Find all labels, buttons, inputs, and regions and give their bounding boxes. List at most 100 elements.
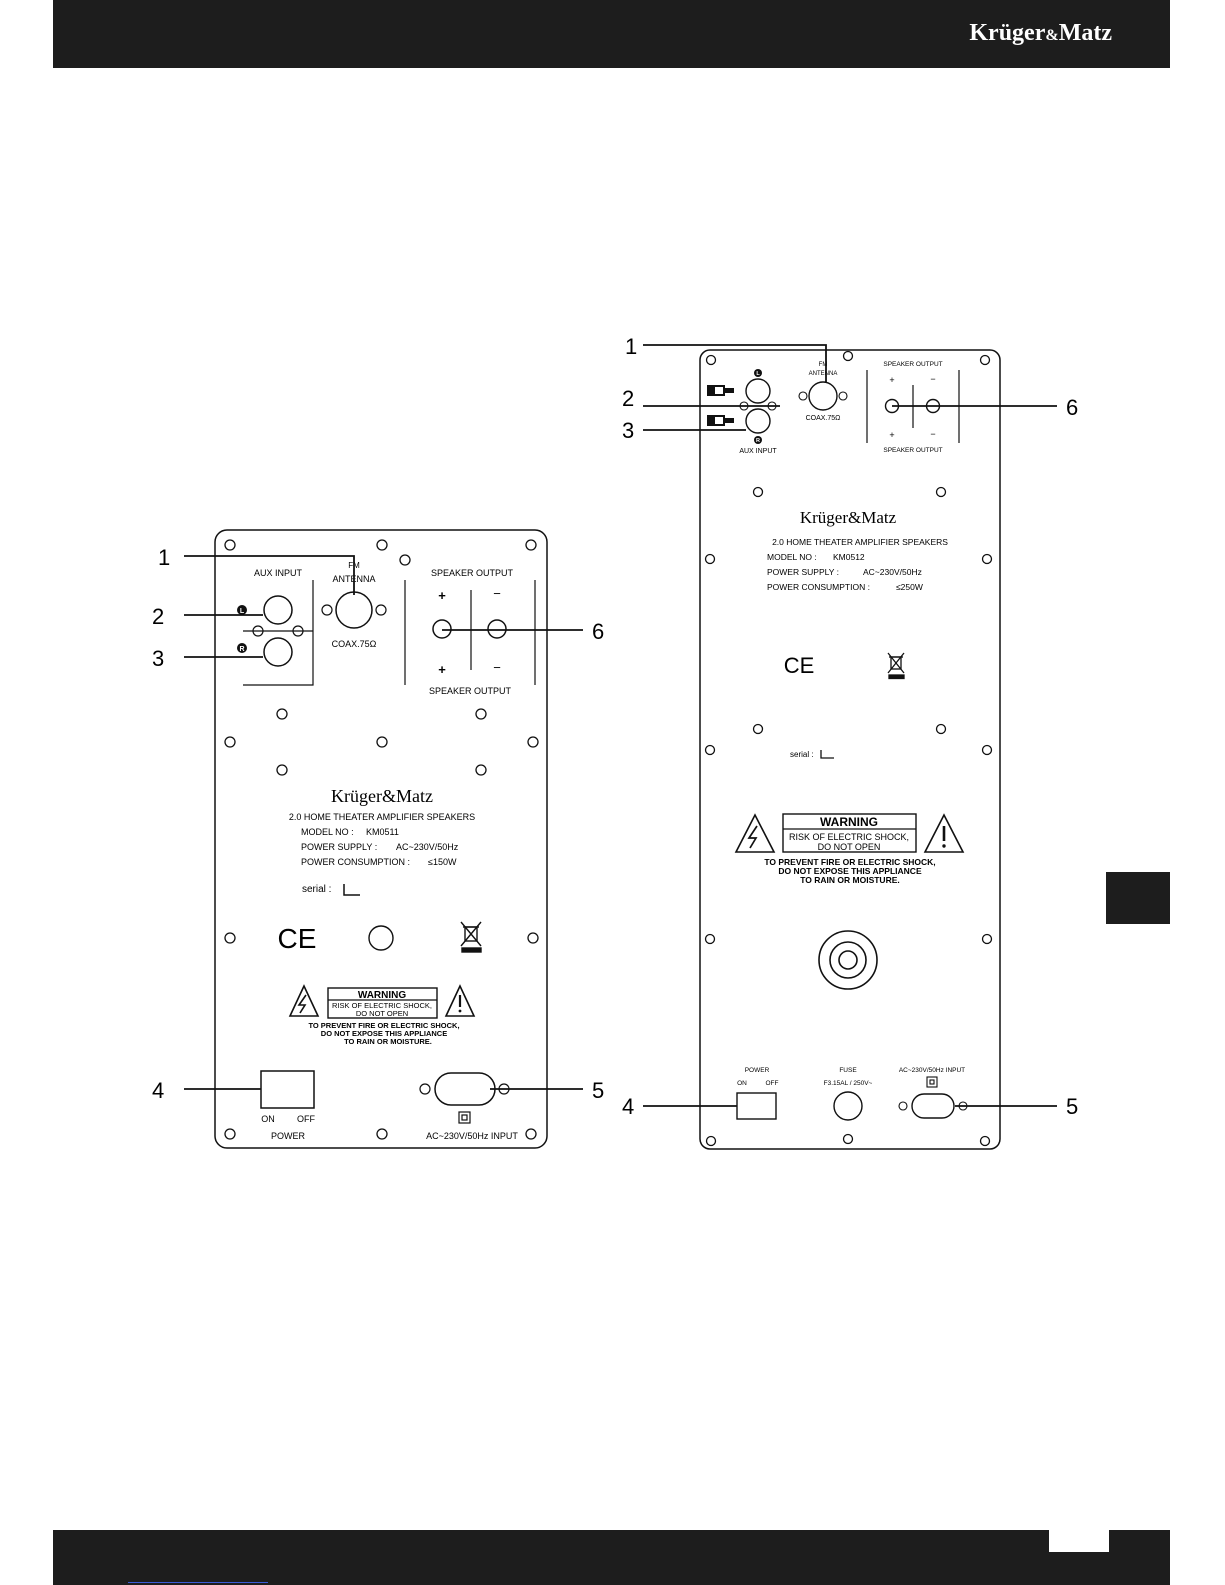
right-panel: L R AUX INPUT FM ANTENNA COAX.75Ω SPEAKE… <box>699 349 1001 1150</box>
left-model-label: MODEL NO : <box>301 827 354 837</box>
left-warning-title: WARNING <box>358 990 407 1001</box>
left-consumption-value: ≤150W <box>428 857 457 867</box>
right-model-value: KM0512 <box>833 552 865 562</box>
right-speaker-output-bottom: SPEAKER OUTPUT <box>883 447 942 454</box>
right-power-switch <box>736 1092 777 1120</box>
left-callout-6: 6 <box>592 619 604 644</box>
right-consumption-label: POWER CONSUMPTION : <box>767 582 870 592</box>
right-callout-4: 4 <box>622 1094 634 1119</box>
right-caution-line2: DO NOT EXPOSE THIS APPLIANCE <box>778 866 922 876</box>
left-consumption-label: POWER CONSUMPTION : <box>301 857 410 867</box>
right-warning-line2: DO NOT OPEN <box>818 842 881 852</box>
left-serial-field <box>343 884 360 896</box>
right-aux-l-text: L <box>756 371 760 377</box>
left-aux-l-text: L <box>240 608 245 615</box>
right-exclamation-icon <box>923 813 965 853</box>
right-shock-warning-icon <box>734 813 776 853</box>
right-callout-5: 5 <box>1066 1094 1078 1119</box>
left-coax-label: COAX.75Ω <box>332 639 377 649</box>
right-aux-l-badge <box>754 369 762 377</box>
right-supply-label: POWER SUPPLY : <box>767 567 839 577</box>
left-callouts <box>184 555 583 1090</box>
left-on-label: ON <box>261 1114 275 1124</box>
right-callout-2: 2 <box>622 386 634 411</box>
right-rca-plug-l-icon <box>707 385 734 396</box>
page-number-tab <box>1049 1530 1109 1552</box>
right-ce-mark: CE <box>784 653 815 678</box>
left-ac-inlet <box>434 1072 496 1106</box>
left-aux-input-label: AUX INPUT <box>254 568 303 578</box>
left-serial-label: serial : <box>302 884 331 895</box>
left-warning-box <box>327 987 438 1019</box>
left-off-label: OFF <box>297 1114 315 1124</box>
left-shock-warning-icon <box>288 984 320 1017</box>
right-aux-r-text: R <box>756 438 760 444</box>
right-consumption-value: ≤250W <box>896 582 923 592</box>
left-fm-jack <box>335 591 373 629</box>
left-panel: AUX INPUT L R FM ANTENNA COAX.75Ω SPEAKE… <box>214 529 548 1149</box>
right-speaker-output-top: SPEAKER OUTPUT <box>883 361 942 368</box>
right-rca-plug-r-icon <box>707 415 734 426</box>
page-header: Krüger&Matz <box>53 0 1170 68</box>
right-callout-1: 1 <box>625 334 637 359</box>
left-speaker-output-top: SPEAKER OUTPUT <box>431 568 514 578</box>
left-power-label: POWER <box>271 1131 306 1141</box>
left-caution-line1: TO PREVENT FIRE OR ELECTRIC SHOCK, <box>308 1021 459 1030</box>
right-caution-line3: TO RAIN OR MOISTURE. <box>800 875 900 885</box>
left-label-product: 2.0 HOME THEATER AMPLIFIER SPEAKERS <box>289 812 475 822</box>
footer-link-underline <box>128 1582 268 1583</box>
right-bass-port <box>818 930 878 990</box>
right-supply-value: AC~230V/50Hz <box>863 567 922 577</box>
left-minus-bottom: − <box>493 660 501 675</box>
right-serial-label: serial : <box>790 750 814 759</box>
right-warning-title: WARNING <box>820 815 878 829</box>
left-panel-outline <box>214 529 548 1149</box>
right-label-product: 2.0 HOME THEATER AMPLIFIER SPEAKERS <box>772 537 948 547</box>
section-side-tab <box>1106 872 1170 924</box>
right-aux-l-jack <box>745 378 771 404</box>
right-label-brand: Krüger&Matz <box>800 508 897 527</box>
left-speaker-plus-terminal <box>432 619 452 639</box>
right-off-label: OFF <box>766 1080 779 1087</box>
right-model-label: MODEL NO : <box>767 552 817 562</box>
left-warning-line2: DO NOT OPEN <box>356 1009 408 1018</box>
right-coax-label: COAX.75Ω <box>806 415 841 422</box>
right-power-label: POWER <box>745 1067 770 1074</box>
left-power-switch <box>260 1070 315 1109</box>
left-speaker-minus-terminal <box>487 619 507 639</box>
left-ce-mark: CE <box>278 923 317 954</box>
left-caution-line3: TO RAIN OR MOISTURE. <box>344 1037 432 1046</box>
left-callout-1: 1 <box>158 545 170 570</box>
left-aux-r-text: R <box>239 646 244 653</box>
right-fuse-value: F3.15AL / 250V~ <box>824 1080 873 1087</box>
left-minus-top: − <box>493 586 501 601</box>
right-fuse-label: FUSE <box>839 1067 857 1074</box>
left-aux-r-jack <box>263 637 293 667</box>
right-minus-top: − <box>930 374 935 384</box>
left-callout-2: 2 <box>152 604 164 629</box>
right-fuse-holder <box>833 1091 863 1121</box>
left-weee-bin-icon <box>460 921 482 953</box>
left-plus-bottom: + <box>438 662 446 677</box>
right-class2-icon <box>926 1076 938 1088</box>
left-callout-5: 5 <box>592 1078 604 1103</box>
right-minus-bottom: − <box>930 429 935 439</box>
left-aux-bracket <box>243 580 314 686</box>
right-antenna-label: ANTENNA <box>809 371 838 377</box>
right-fm-jack <box>808 381 838 411</box>
right-aux-input-label: AUX INPUT <box>739 448 777 455</box>
right-aux-r-jack <box>745 408 771 434</box>
left-screw-holes <box>224 539 539 1140</box>
left-supply-value: AC~230V/50Hz <box>396 842 459 852</box>
left-exclamation-icon <box>444 984 476 1017</box>
left-callout-4: 4 <box>152 1078 164 1103</box>
right-ac-input-label: AC~230V/50Hz INPUT <box>899 1067 965 1074</box>
right-aux-r-badge <box>754 436 762 444</box>
right-callouts <box>643 344 1057 1107</box>
left-speaker-output-bottom: SPEAKER OUTPUT <box>429 686 512 696</box>
left-label-brand: Krüger&Matz <box>331 786 433 806</box>
right-weee-bin-icon <box>887 652 905 680</box>
left-callout-3: 3 <box>152 646 164 671</box>
left-class2-icon <box>458 1111 471 1124</box>
right-on-label: ON <box>737 1080 747 1087</box>
